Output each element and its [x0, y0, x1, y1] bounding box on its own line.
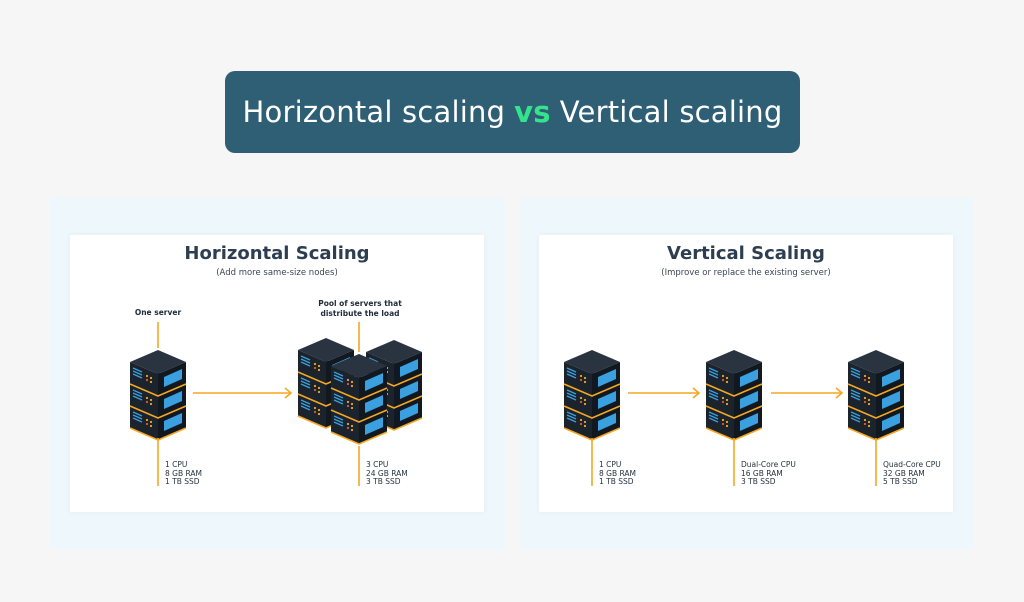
spec-line: 32 GB RAM — [883, 468, 925, 478]
pool-label-line-2: distribute the load — [320, 309, 400, 318]
title-horizontal: Horizontal scaling — [242, 95, 506, 129]
single-server-specs: 1 CPU 8 GB RAM 1 TB SSD — [165, 460, 203, 487]
spec-line: 16 GB RAM — [741, 468, 783, 478]
spec-line: 8 GB RAM — [599, 468, 637, 478]
spec-line: Quad-Core CPU — [883, 460, 941, 469]
spec-line: 3 TB SSD — [366, 477, 401, 486]
stage1-specs: 1 CPU 8 GB RAM 1 TB SSD — [599, 460, 637, 487]
spec-line: 8 GB RAM — [165, 468, 203, 478]
stage2-specs: Dual-Core CPU 16 GB RAM 3 TB SSD — [741, 460, 796, 487]
spec-line: 5 TB SSD — [883, 477, 918, 486]
vertical-card-title: Vertical Scaling — [667, 243, 825, 264]
spec-line: 24 GB RAM — [366, 468, 408, 478]
stage3-specs: Quad-Core CPU 32 GB RAM 5 TB SSD — [883, 460, 941, 487]
horizontal-card-subtitle: (Add more same-size nodes) — [216, 268, 338, 278]
server-rack-icon — [564, 350, 620, 440]
pool-label-line-1: Pool of servers that — [318, 299, 402, 308]
horizontal-card-title: Horizontal Scaling — [184, 243, 370, 264]
title-vs: vs — [514, 95, 551, 129]
pool-label: Pool of servers that distribute the load — [308, 299, 412, 319]
one-server-label: One server — [134, 308, 182, 317]
vertical-card-subtitle: (Improve or replace the existing server) — [661, 268, 831, 278]
spec-line: Dual-Core CPU — [741, 460, 796, 469]
arrow-right-icon — [628, 387, 700, 399]
server-rack-icon — [848, 350, 904, 440]
spec-line: 3 TB SSD — [741, 477, 776, 486]
arrow-right-icon — [771, 387, 843, 399]
spec-line: 3 CPU — [366, 460, 389, 469]
server-rack-icon — [331, 354, 387, 444]
spec-line: 1 CPU — [165, 460, 188, 469]
spec-line: 1 TB SSD — [165, 477, 200, 486]
spec-line: 1 CPU — [599, 460, 622, 469]
server-rack-icon — [130, 350, 186, 440]
title-vertical: Vertical scaling — [559, 95, 783, 129]
pool-specs: 3 CPU 24 GB RAM 3 TB SSD — [366, 460, 408, 487]
server-rack-icon — [706, 350, 762, 440]
page-title-banner: Horizontal scaling vs Vertical scaling — [225, 71, 800, 153]
spec-line: 1 TB SSD — [599, 477, 634, 486]
arrow-right-icon — [193, 387, 292, 399]
